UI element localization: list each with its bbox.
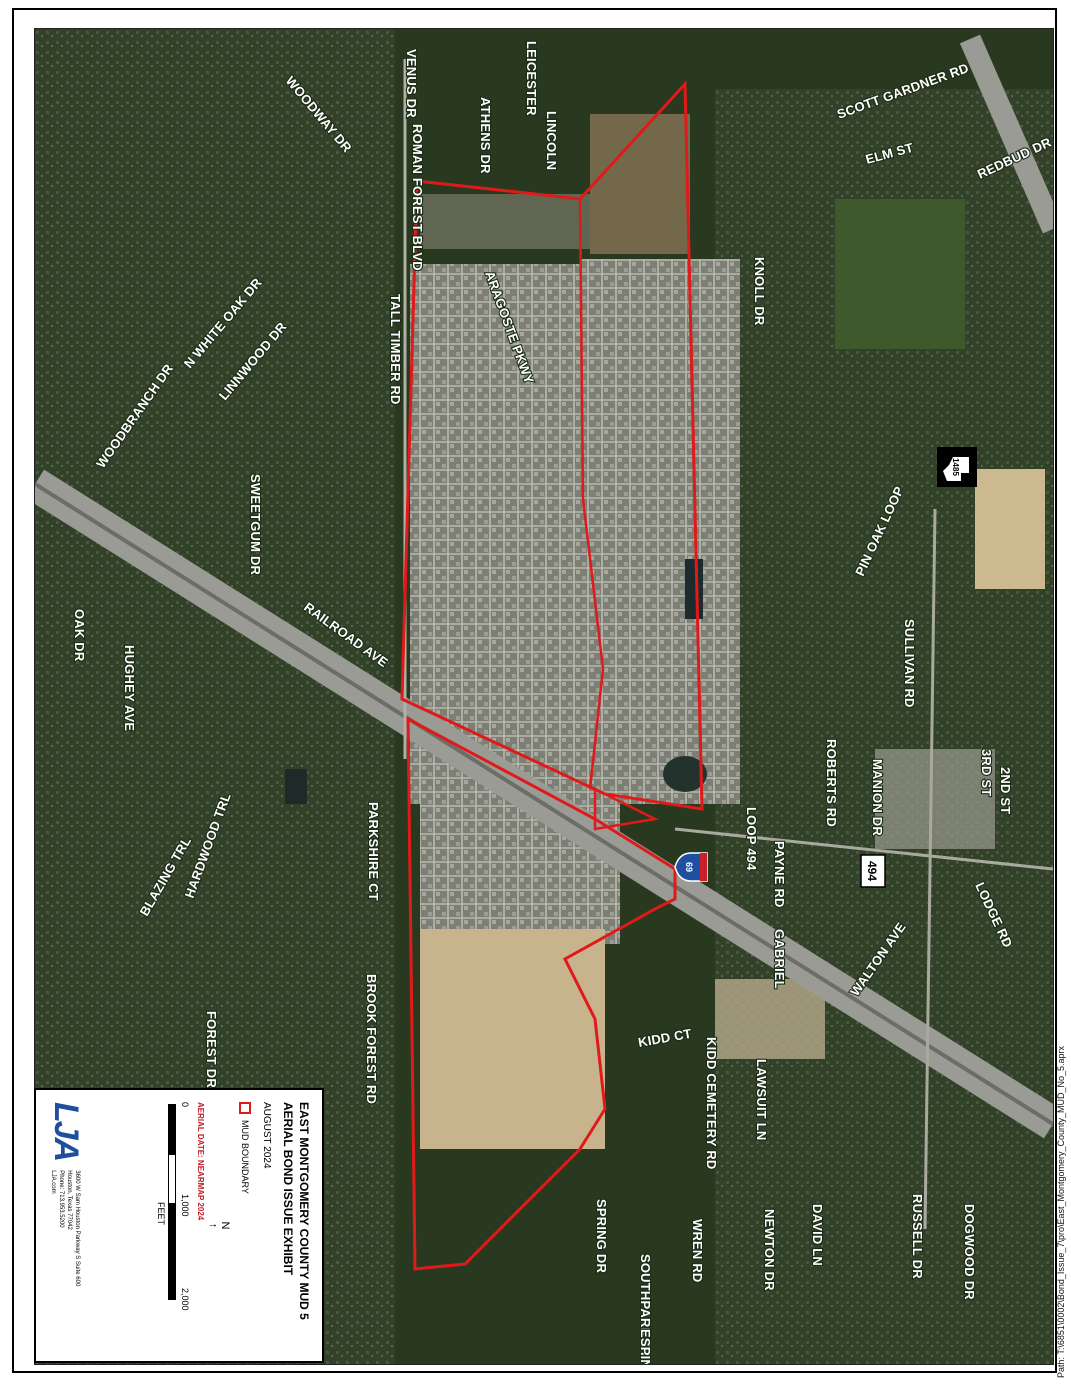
address-line-3: Phone: 713.953.5200 xyxy=(58,1170,65,1228)
road-label-forest-dr: FOREST DR xyxy=(204,1011,219,1088)
legend-container: EAST MONTGOMERY COUNTY MUD 5 AERIAL BOND… xyxy=(34,1088,324,1363)
road-label-roman-forest-blvd: ROMAN FOREST BLVD xyxy=(410,124,425,271)
road-label-knoll-dr: KNOLL DR xyxy=(752,257,767,326)
road-label-hughey-ave: HUGHEY AVE xyxy=(122,645,137,731)
local-road-east xyxy=(923,508,937,1230)
road-label-lawsuit-ln: LAWSUIT LN xyxy=(754,1059,769,1140)
scale-segment-2 xyxy=(168,1154,176,1204)
fm-1485-shield: 1485 xyxy=(937,447,977,487)
mud-boundary-swatch-icon xyxy=(239,1102,251,1114)
mud-boundary-sliver xyxy=(593,786,659,831)
north-arrow-label: N xyxy=(219,1221,231,1230)
construction-area xyxy=(420,929,605,1149)
fm-494-shield: 494 xyxy=(860,854,886,888)
pond-site xyxy=(590,114,690,254)
open-field xyxy=(835,199,965,349)
road-label-roberts-rd: ROBERTS RD xyxy=(824,739,839,827)
road-label-southpark-st: SOUTHPARK ST xyxy=(638,1254,653,1358)
aerial-map[interactable]: 69 1485 494 VENUS DR LEICESTER WOODWAY D… xyxy=(34,28,1054,1365)
detention-pond-2 xyxy=(663,756,707,792)
address-line-4: LJA.com xyxy=(50,1170,57,1194)
scale-units: FEET xyxy=(156,1202,166,1226)
road-label-lincoln: LINCOLN xyxy=(544,111,559,170)
mud-internal-line xyxy=(578,198,605,790)
road-label-parkshire-ct: PARKSHIRE CT xyxy=(366,802,381,901)
address-line-2: Houston, Texas 77042 xyxy=(66,1170,73,1230)
scale-tick-2000: 2,000 xyxy=(180,1288,190,1311)
commercial-lot xyxy=(715,979,825,1059)
road-label-kidd-cemetery-rd: KIDD CEMETERY RD xyxy=(704,1037,719,1170)
aerial-map-svg: 69 1485 494 VENUS DR LEICESTER WOODWAY D… xyxy=(35,29,1053,1364)
road-label-2nd-st: 2ND ST xyxy=(998,767,1013,814)
commercial-area xyxy=(875,749,995,849)
interstate-69-shield: 69 xyxy=(674,852,708,882)
legend-footer: LJA 3600 W Sam Houston Parkway S Suite 6… xyxy=(46,1102,85,1349)
legend-mud-boundary-label: MUD BOUNDARY xyxy=(240,1120,250,1194)
exhibit-date: AUGUST 2024 xyxy=(261,1102,272,1169)
scale-tick-1000: 1,000 xyxy=(180,1194,190,1217)
road-label-loop-494: LOOP 494 xyxy=(744,807,759,871)
road-label-espinosa-ln: ESPINOSA LN xyxy=(638,1329,653,1364)
road-label-wren-rd: WREN RD xyxy=(690,1219,705,1283)
road-label-3rd-st: 3RD ST xyxy=(979,749,994,796)
lja-logo: LJA xyxy=(47,1102,85,1161)
cleared-strip xyxy=(420,194,590,249)
road-label-spring-dr: SPRING DR xyxy=(594,1199,609,1273)
aerial-date: AERIAL DATE: NEARMAP 2024 xyxy=(196,1102,205,1221)
road-label-sullivan-rd: SULLIVAN RD xyxy=(902,619,917,708)
road-label-oak-dr: OAK DR xyxy=(72,609,87,662)
svg-text:1485: 1485 xyxy=(951,458,960,476)
road-label-gabriel: GABRIEL xyxy=(772,929,787,989)
road-label-brook-forest-rd: BROOK FOREST RD xyxy=(364,974,379,1104)
svg-text:494: 494 xyxy=(865,861,879,881)
loop-494-road xyxy=(674,827,1053,871)
road-label-leicester: LEICESTER xyxy=(524,41,539,116)
scale-bar: 0 1,000 2,000 FEET xyxy=(156,1102,190,1349)
legend-box: EAST MONTGOMERY COUNTY MUD 5 AERIAL BOND… xyxy=(34,1088,324,1363)
road-label-payne-rd: PAYNE RD xyxy=(772,841,787,908)
pond-west xyxy=(285,769,307,804)
north-arrow-icon: N↑ xyxy=(207,1221,231,1230)
company-address: 3600 W Sam Houston Parkway S Suite 600 H… xyxy=(50,1170,82,1286)
scale-segment-1 xyxy=(168,1104,176,1154)
subdivision-east xyxy=(580,259,740,804)
road-label-tall-timber-rd: TALL TIMBER RD xyxy=(388,294,403,405)
address-line-1: 3600 W Sam Houston Parkway S Suite 600 xyxy=(74,1170,81,1287)
exhibit-title: EAST MONTGOMERY COUNTY MUD 5 xyxy=(297,1102,311,1320)
road-label-russell-dr: RUSSELL DR xyxy=(910,1194,925,1279)
road-label-newton-dr: NEWTON DR xyxy=(762,1209,777,1291)
legend-mud-boundary: MUD BOUNDARY xyxy=(239,1102,251,1349)
detention-pond-1 xyxy=(685,559,703,619)
road-label-athens-dr: ATHENS DR xyxy=(478,97,493,174)
scale-segment-3 xyxy=(168,1204,176,1300)
road-label-sweetgum-dr: SWEETGUM DR xyxy=(248,474,263,576)
road-label-venus-dr: VENUS DR xyxy=(404,49,419,118)
mud-boundary-south xyxy=(406,716,677,1271)
road-label-manion-dr: MANION DR xyxy=(870,759,885,836)
exhibit-subtitle: AERIAL BOND ISSUE EXHIBIT xyxy=(281,1102,295,1276)
file-path-note: Path: T:\6851\0002\Bond_Issue_7\pro\East… xyxy=(1056,1045,1066,1378)
road-label-david-ln: DAVID LN xyxy=(810,1204,825,1266)
scale-tick-0: 0 xyxy=(180,1102,190,1108)
cleared-site-east xyxy=(975,469,1045,589)
svg-text:69: 69 xyxy=(684,862,694,872)
highway-median xyxy=(35,482,1053,1126)
road-label-dogwood-dr: DOGWOOD DR xyxy=(962,1204,977,1300)
freeway-ne xyxy=(959,34,1053,234)
